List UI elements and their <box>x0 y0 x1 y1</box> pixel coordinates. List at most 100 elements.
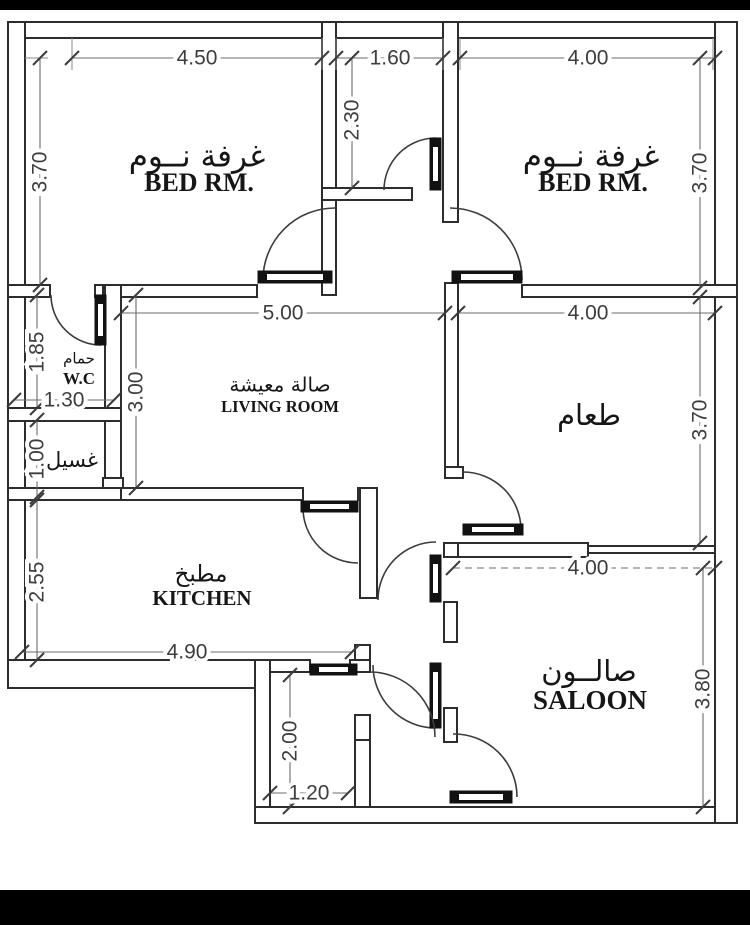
dimension-tick <box>695 799 711 815</box>
dimension-tick <box>707 50 723 66</box>
dimension-tick <box>106 392 122 408</box>
wall-segment <box>102 284 258 298</box>
dimension-label-living_height: 3.00 <box>125 372 148 413</box>
door-wc-leaf-slot <box>98 304 103 336</box>
wall-segment <box>120 487 304 501</box>
door-bedroom-left-leaf-slot <box>267 274 323 280</box>
dimension-tick <box>437 305 453 321</box>
room-label-bedroom-left-arabic: غرفة نــوم <box>129 139 266 175</box>
dimension-tick <box>445 560 461 576</box>
dimension-tick <box>450 305 466 321</box>
dimension-tick <box>344 50 360 66</box>
door-bedroom-right-swing-arc <box>449 207 523 281</box>
dimension-tick <box>29 652 45 668</box>
dimension-label-kitchen_width: 4.90 <box>167 641 208 664</box>
dimension-tick <box>692 280 708 296</box>
door-bedroom-right-leaf-slot <box>461 274 513 280</box>
dimension-label-bed2_height: 3.70 <box>689 153 712 194</box>
dimension-tick <box>282 667 298 683</box>
dimension-tick <box>344 644 360 660</box>
wall-segment <box>7 487 124 501</box>
dimension-tick <box>692 535 708 551</box>
room-label-dining-arabic: طعام <box>557 398 621 432</box>
wall-segment <box>359 487 378 599</box>
dimension-label-hall_width: 1.60 <box>370 47 411 70</box>
wall-segment <box>442 21 459 223</box>
dimension-tick <box>328 50 344 66</box>
door-kitchen-entry-leaf-slot <box>319 667 348 672</box>
room-label-bedroom-right-english: BED RM. <box>538 168 648 197</box>
dimension-tick <box>32 50 48 66</box>
door-dining-swing-arc <box>462 471 522 531</box>
dimension-label-saloon_width: 4.00 <box>568 557 609 580</box>
dimension-tick <box>128 287 144 303</box>
room-labels-layer: غرفة نــوم BED RM. غرفة نــوم BED RM. حم… <box>46 139 659 716</box>
dimension-tick <box>340 785 356 801</box>
door-hall-saloon-swing-arc <box>377 541 437 601</box>
room-label-wc-arabic: حمام <box>63 350 95 368</box>
door-kitchen-leaf-slot <box>310 504 349 509</box>
dimension-label-bed1_width: 4.50 <box>177 47 218 70</box>
door-bedroom-left-swing-arc <box>262 207 336 281</box>
dimension-label-laundry_height: 1.00 <box>26 439 49 480</box>
dimension-tick <box>29 492 45 508</box>
dimension-label-dining_height: 3.70 <box>689 400 712 441</box>
room-label-living-arabic: صالة معيشة <box>229 373 330 397</box>
room-label-kitchen-english: KITCHEN <box>152 586 251 610</box>
door-dining-leaf-slot <box>472 527 514 532</box>
dimension-tick <box>113 305 129 321</box>
wall-segment <box>254 659 271 823</box>
dimension-tick <box>29 412 45 428</box>
dimension-tick <box>29 287 45 303</box>
dimension-label-bed2_width: 4.00 <box>568 47 609 70</box>
room-label-laundry-arabic: غسيل <box>46 448 98 472</box>
wall-segment <box>7 21 738 39</box>
dimension-tick <box>452 50 468 66</box>
room-label-wc-english: W.C <box>63 369 95 388</box>
dimension-tick <box>14 644 30 660</box>
wall-segment <box>587 545 716 554</box>
room-label-living-english: LIVING ROOM <box>221 397 339 416</box>
dimension-label-living_width: 5.00 <box>263 302 304 325</box>
wall-segment <box>443 601 458 643</box>
dimension-tick <box>282 799 298 815</box>
wall-segment <box>443 707 458 743</box>
wall-segment <box>457 542 589 558</box>
door-hall-saloon-leaf-slot <box>433 564 438 593</box>
wall-segment <box>354 739 371 808</box>
dimension-tick <box>695 560 711 576</box>
dimension-tick <box>707 560 723 576</box>
door-entry-outer-swing-arc <box>369 671 436 738</box>
dimension-label-hall_height: 2.30 <box>341 100 364 141</box>
door-entry-inner-leaf-slot <box>433 672 438 719</box>
dimension-tick <box>29 400 45 416</box>
dimension-tick <box>707 305 723 321</box>
room-label-bedroom-left-english: BED RM. <box>144 168 254 197</box>
dimension-label-dining_width: 4.00 <box>568 302 609 325</box>
top-letterbox-bar <box>0 0 750 10</box>
dimension-label-entry_width: 1.20 <box>289 782 330 805</box>
wall-segment <box>443 542 459 558</box>
wall-segment <box>7 21 26 689</box>
wall-segment <box>444 466 464 479</box>
door-saloon-leaf-slot <box>459 794 503 800</box>
wall-segment <box>254 806 738 824</box>
wall-segment <box>7 659 271 689</box>
dimension-label-kitchen_height: 2.55 <box>26 562 49 603</box>
wall-segment <box>521 284 738 298</box>
dimension-label-wc_width: 1.30 <box>44 389 85 412</box>
room-label-kitchen-arabic: مطبخ <box>175 562 228 588</box>
room-label-saloon-arabic: صالــون <box>541 654 637 688</box>
doors-layer <box>50 137 524 804</box>
door-hall-top-swing-arc <box>383 137 437 191</box>
room-label-bedroom-right-arabic: غرفة نــوم <box>523 139 660 175</box>
wall-segment <box>269 659 311 673</box>
door-saloon-swing-arc <box>452 733 518 798</box>
dimension-tick <box>29 489 45 505</box>
dimension-tick <box>344 180 360 196</box>
wall-segment <box>7 284 51 298</box>
dimension-tick <box>262 785 278 801</box>
door-kitchen-swing-arc <box>302 507 359 564</box>
dimension-label-dining_saloon_height: 3.80 <box>692 669 715 710</box>
